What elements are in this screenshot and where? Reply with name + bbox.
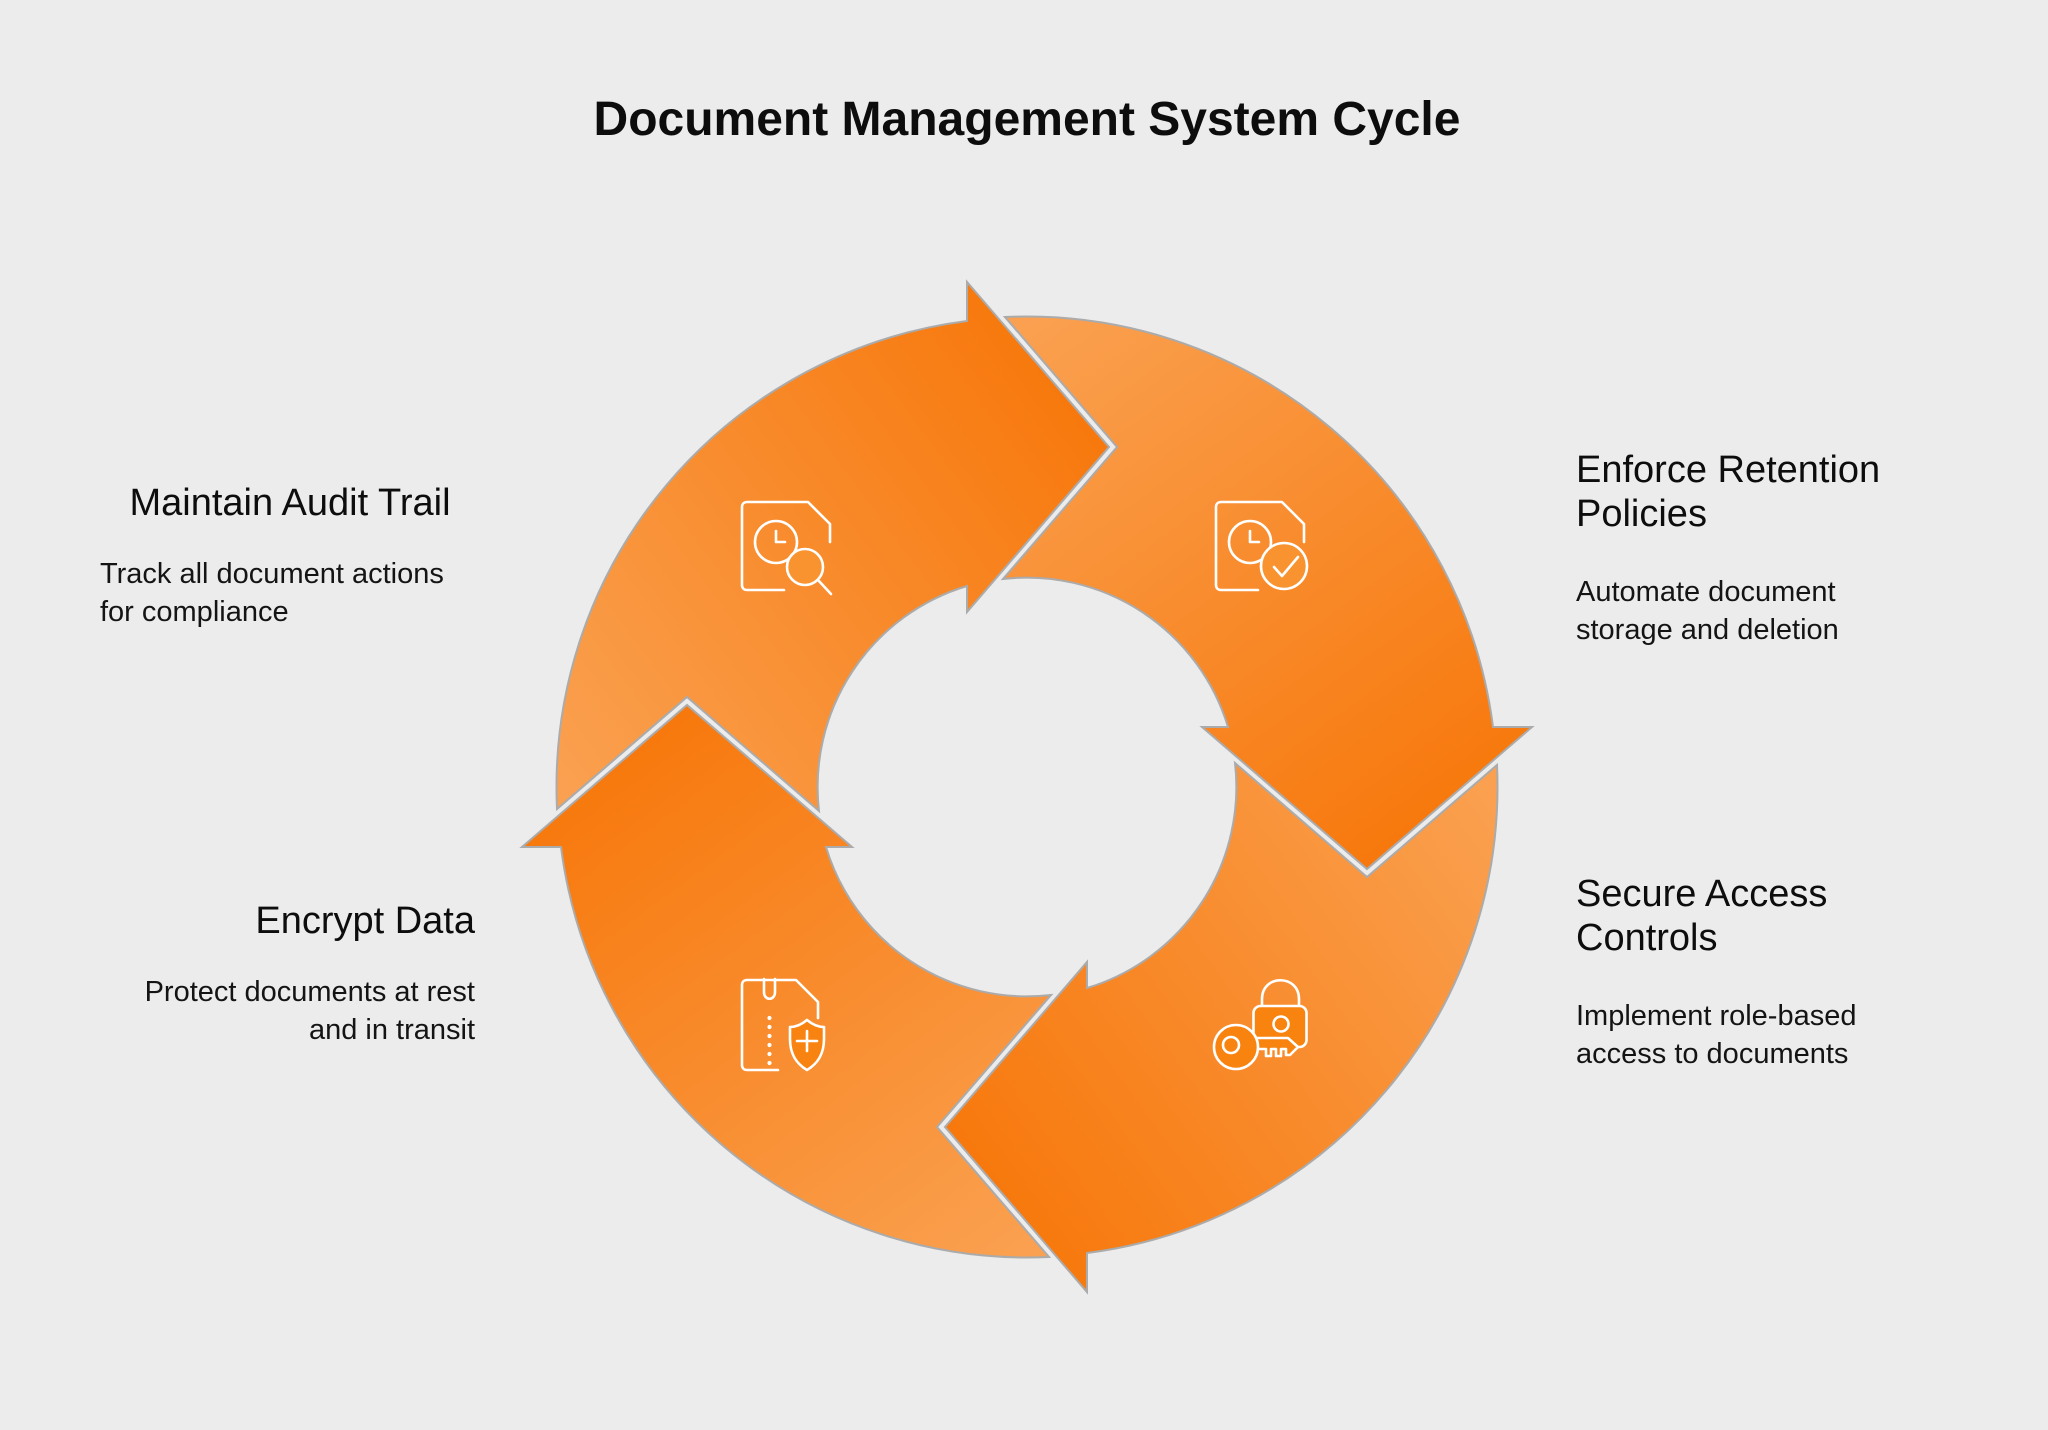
step-description-enforce-retention-policies: Automate document storage and deletion (1576, 576, 1839, 646)
cycle-diagram (521, 281, 1533, 1293)
document-clock-check-icon (1214, 500, 1309, 592)
step-heading-maintain-audit-trail: Maintain Audit Trail (129, 482, 451, 524)
diagram-title: Document Management System Cycle (593, 93, 1461, 146)
document-clock-magnifier-icon (740, 500, 833, 596)
lock-key-icon (1212, 978, 1308, 1071)
step-description-maintain-audit-trail: Track all document actions for complianc… (100, 558, 444, 628)
step-heading-enforce-retention-policies: Enforce Retention Policies (1576, 449, 1881, 536)
step-heading-secure-access-controls: Secure Access Controls (1576, 873, 1828, 960)
step-description-secure-access-controls: Implement role-based access to documents (1576, 1000, 1857, 1070)
step-heading-encrypt-data: Encrypt Data (255, 900, 475, 942)
step-description-encrypt-data: Protect documents at rest and in transit (144, 976, 475, 1046)
zip-document-shield-icon (740, 977, 826, 1072)
